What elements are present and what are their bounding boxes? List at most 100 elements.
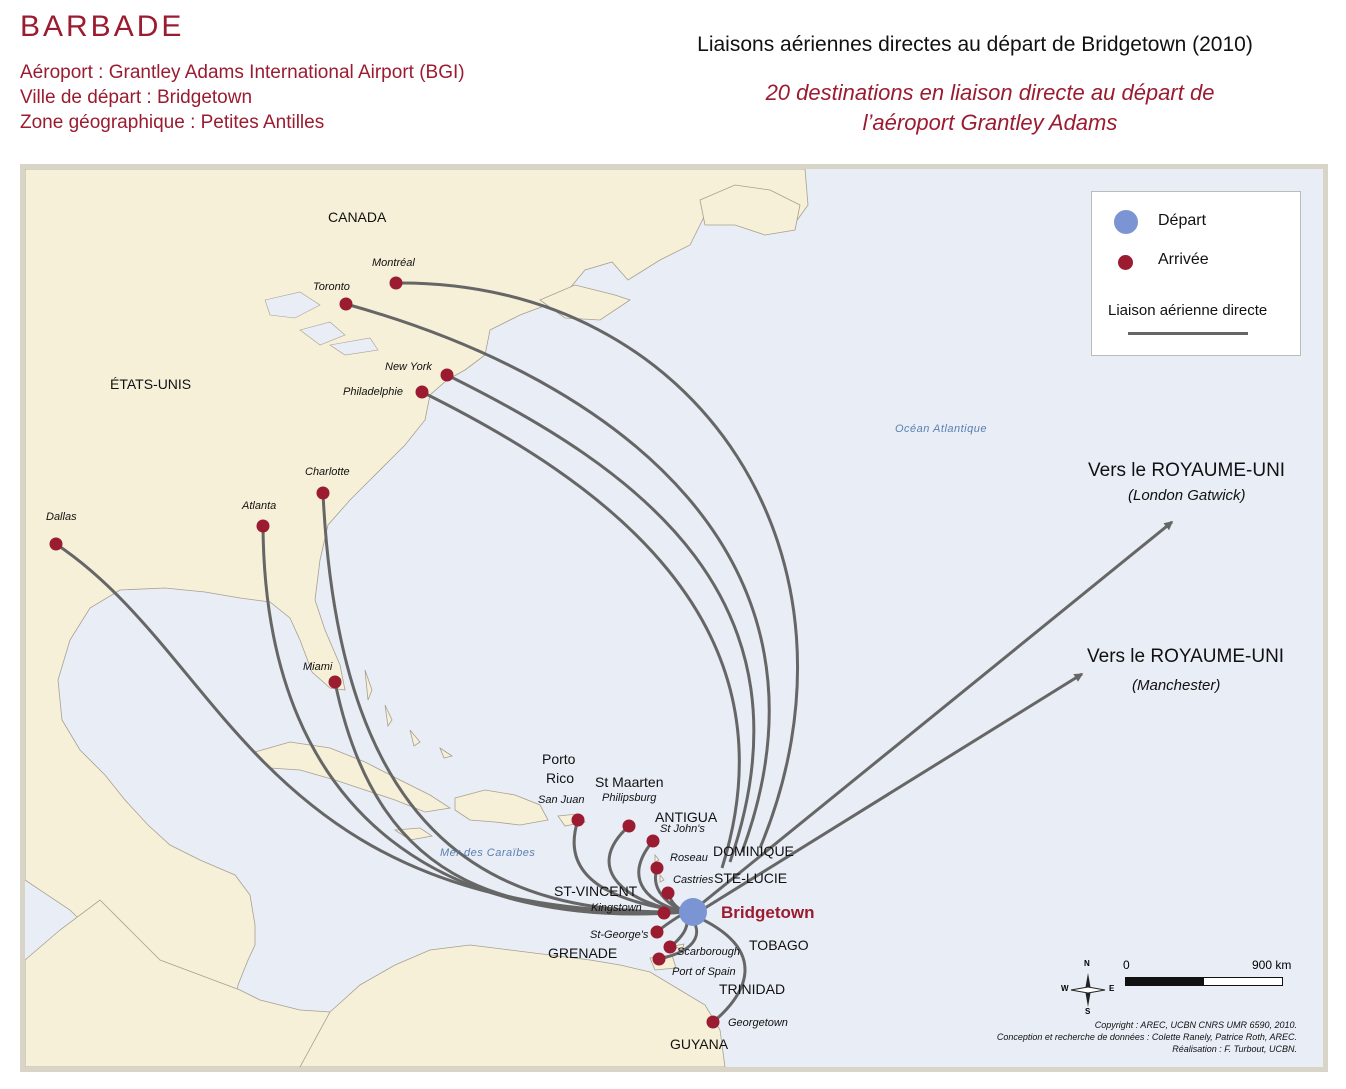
label-tobago: TOBAGO — [749, 937, 809, 953]
hispaniola-island — [454, 789, 549, 826]
arrival-marker-st-georges[interactable] — [650, 925, 664, 939]
label-philadelphie: Philadelphie — [343, 386, 403, 398]
label-miami: Miami — [303, 661, 333, 673]
compass-w: W — [1061, 984, 1069, 993]
route-georgetown — [685, 910, 747, 1024]
tobago-island — [672, 943, 685, 951]
route-london-gatwick — [699, 520, 1174, 907]
map-title: Liaisons aériennes directes au départ de… — [697, 33, 1253, 56]
route-montreal — [395, 281, 799, 849]
newfoundland — [699, 184, 801, 236]
label-new-york: New York — [385, 361, 432, 373]
route-new-york — [446, 373, 756, 863]
legend: Départ Arrivée Liaison aérienne directe — [1091, 191, 1301, 356]
compass-e: E — [1109, 984, 1115, 993]
scale-end-label: 900 km — [1252, 958, 1292, 972]
scale-start-label: 0 — [1123, 958, 1130, 972]
label-ste-lucie: STE-LUCIE — [714, 870, 788, 886]
label-antigua: ANTIGUA — [655, 809, 718, 825]
label-san-juan: San Juan — [538, 794, 585, 806]
label-grenade: GRENADE — [548, 945, 618, 961]
label-mer-des-caraibes: Mer des Caraïbes — [440, 847, 536, 859]
label-dallas: Dallas — [46, 511, 77, 523]
legend-route-label: Liaison aérienne directe — [1108, 302, 1268, 319]
label-st-georges: St-George's — [590, 929, 649, 941]
map[interactable]: CANADA ÉTATS-UNIS GUYANA Océan Atlantiqu… — [20, 164, 1328, 1072]
arrival-marker-atlanta[interactable] — [256, 519, 270, 533]
label-gatwick-sub: (London Gatwick) — [1128, 487, 1246, 504]
arrival-marker-port-of-spain[interactable] — [652, 952, 666, 966]
label-atlanta: Atlanta — [242, 500, 277, 512]
credit-line-3: Réalisation : F. Turbout, UCBN. — [1172, 1044, 1297, 1054]
departure-marker-bridgetown[interactable] — [679, 898, 707, 926]
legend-departure-label: Départ — [1158, 212, 1207, 229]
zone-label: Zone géographique : Petites Antilles — [20, 112, 325, 133]
cuba-island — [254, 741, 452, 813]
map-subtitle-line1: 20 destinations en liaison directe au dé… — [765, 80, 1215, 105]
compass-n: N — [1084, 959, 1090, 968]
arrival-marker-toronto[interactable] — [339, 297, 353, 311]
scale-bar-outline — [1125, 977, 1283, 986]
departure-city-label: Ville de départ : Bridgetown — [20, 87, 253, 108]
arrival-marker-kingstown[interactable] — [657, 906, 671, 920]
legend-departure-marker — [1114, 210, 1138, 234]
label-st-johns: St John's — [660, 823, 705, 835]
label-philipsburg: Philipsburg — [602, 792, 657, 804]
arrival-marker-dallas[interactable] — [49, 537, 63, 551]
label-uk-manchester: Vers le ROYAUME-UNI — [1087, 646, 1285, 667]
arrival-marker-san-juan[interactable] — [571, 813, 585, 827]
compass-s: S — [1085, 1007, 1091, 1016]
label-canada: CANADA — [328, 209, 387, 225]
land-masses — [25, 169, 809, 1067]
arrival-marker-roseau[interactable] — [650, 861, 664, 875]
route-st-johns — [637, 840, 687, 914]
legend-arrival-label: Arrivée — [1158, 251, 1209, 268]
arrival-marker-montreal[interactable] — [389, 276, 403, 290]
route-manchester — [704, 672, 1084, 910]
label-st-maarten: St Maarten — [595, 774, 664, 790]
arrival-marker-miami[interactable] — [328, 675, 342, 689]
arrival-marker-scarborough[interactable] — [663, 940, 677, 954]
north-america-landmass — [25, 169, 809, 1001]
label-bridgetown: Bridgetown — [721, 903, 815, 922]
south-america-landmass — [299, 944, 726, 1067]
route-charlotte — [321, 492, 687, 914]
route-miami — [333, 681, 687, 914]
arrival-marker-georgetown[interactable] — [706, 1015, 720, 1029]
label-etats-unis: ÉTATS-UNIS — [110, 376, 192, 392]
label-toronto: Toronto — [313, 281, 350, 293]
label-trinidad: TRINIDAD — [719, 981, 786, 997]
nova-scotia — [539, 284, 631, 321]
credit-line-1: Copyright : AREC, UCBN CNRS UMR 6590, 20… — [1094, 1020, 1297, 1030]
arrival-marker-philadelphie[interactable] — [415, 385, 429, 399]
label-ocean-atlantique: Océan Atlantique — [895, 423, 987, 435]
bahamas-islands — [364, 669, 453, 759]
label-castries: Castries — [673, 874, 714, 886]
map-canvas — [25, 169, 1174, 1067]
arrival-marker-new-york[interactable] — [440, 368, 454, 382]
airport-label: Aéroport : Grantley Adams International … — [20, 62, 465, 83]
label-roseau: Roseau — [670, 852, 708, 864]
map-subtitle-line2: l’aéroport Grantley Adams — [862, 110, 1118, 135]
label-st-vincent: ST-VINCENT — [554, 883, 638, 899]
label-kingstown: Kingstown — [591, 902, 642, 914]
label-rico: Rico — [546, 770, 575, 786]
route-atlanta — [261, 525, 687, 916]
compass-rose-icon: N S E W — [1061, 959, 1115, 1016]
label-montreal: Montréal — [372, 257, 415, 269]
legend-arrival-marker — [1118, 255, 1133, 270]
label-uk-gatwick: Vers le ROYAUME-UNI — [1088, 460, 1286, 481]
great-lakes — [264, 291, 379, 356]
credit-line-2: Conception et recherche de données : Col… — [996, 1032, 1297, 1042]
legend-route-line — [1128, 332, 1248, 335]
arrival-marker-charlotte[interactable] — [316, 486, 330, 500]
label-manchester-sub: (Manchester) — [1132, 677, 1221, 694]
country-title: BARBADE — [20, 10, 185, 43]
label-port-of-spain: Port of Spain — [672, 966, 736, 978]
label-scarborough: Scarborough — [677, 946, 740, 958]
label-charlotte: Charlotte — [305, 466, 350, 478]
arrival-marker-castries[interactable] — [661, 886, 675, 900]
route-toronto — [345, 302, 771, 853]
arrival-marker-philipsburg[interactable] — [622, 819, 636, 833]
arrival-marker-st-johns[interactable] — [646, 834, 660, 848]
